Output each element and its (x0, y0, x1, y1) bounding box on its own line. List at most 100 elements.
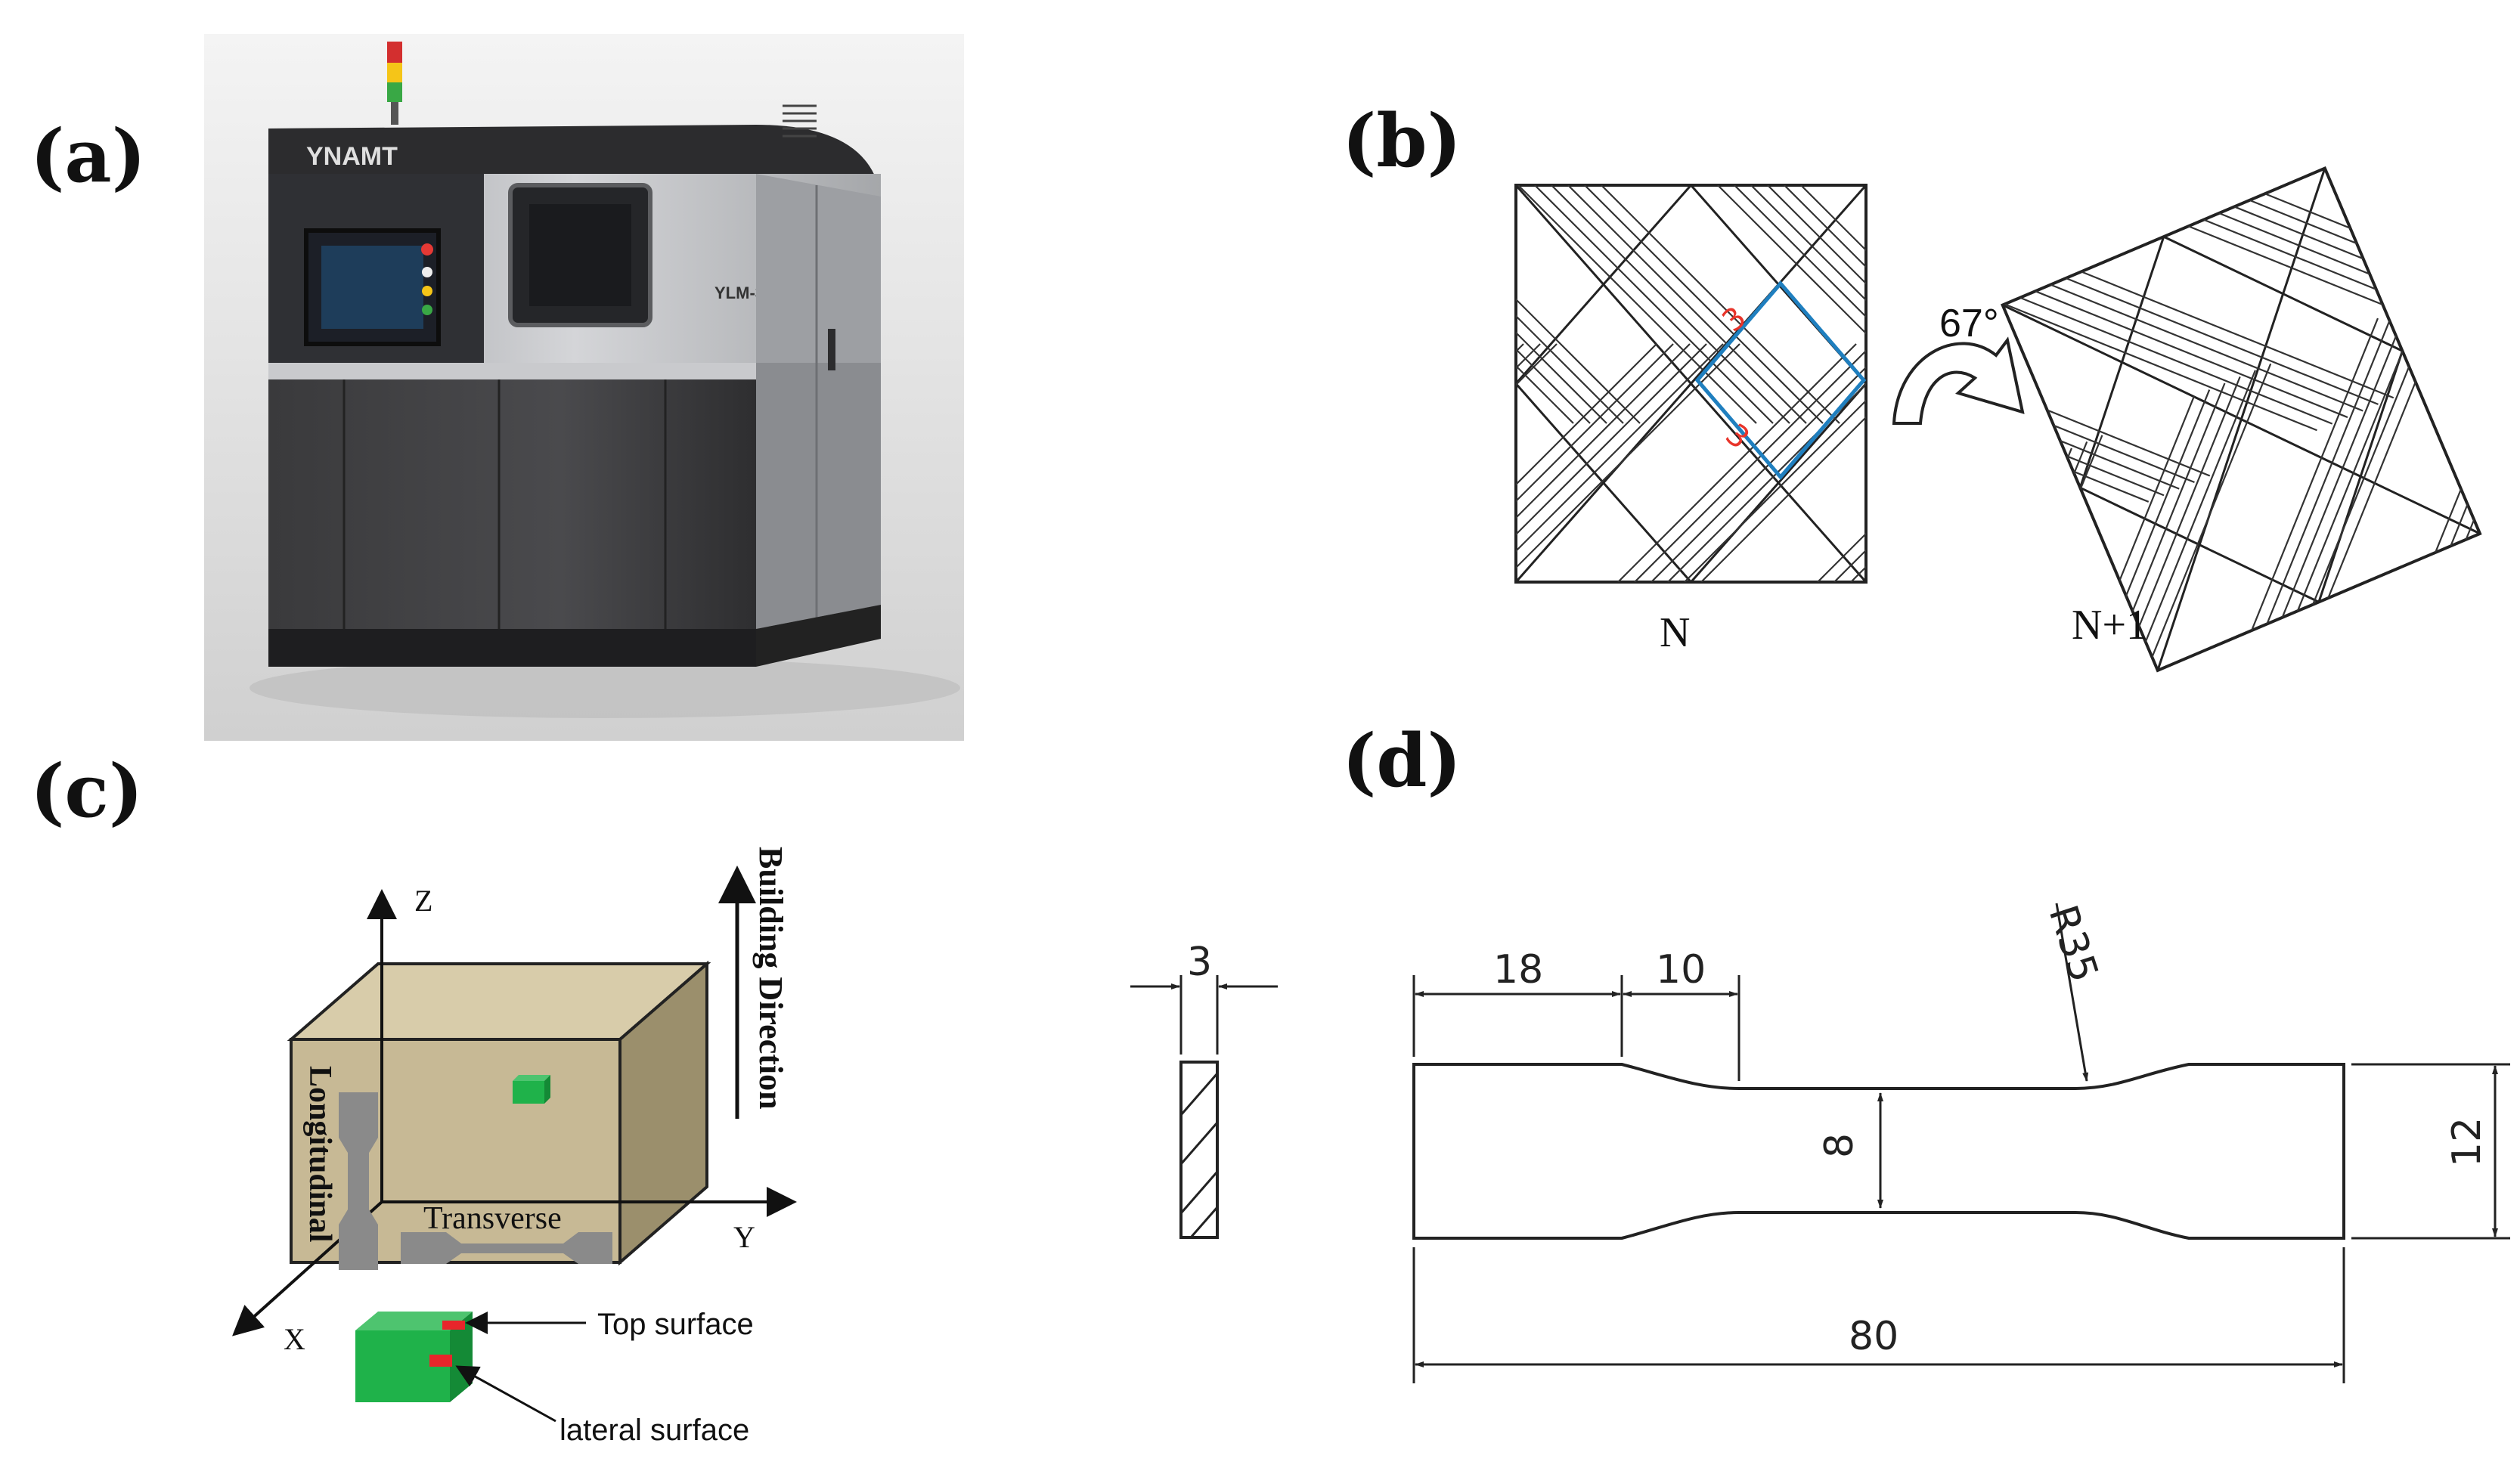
island-boundary (2317, 350, 2404, 602)
axis-x-label: X (284, 1322, 305, 1356)
hatch-line (1667, 382, 1866, 582)
scan-hatch-n (1119, 184, 1868, 583)
hatch-line (1750, 185, 1866, 302)
top-surface-label: Top surface (597, 1308, 754, 1341)
hatch-line (1516, 331, 1607, 424)
hatch-line (1567, 185, 1807, 424)
layer-n-label: N (1660, 609, 1690, 656)
hatch-line (1235, 344, 1474, 582)
hatch-line (1119, 344, 1357, 582)
panel-c-label: (c) (30, 748, 143, 834)
hatch-line (1717, 185, 1866, 335)
panel-b: (b) 3 3 N 67° N+1 (1119, 98, 2482, 673)
sample-block (355, 1312, 473, 1402)
hatch-line (2251, 317, 2379, 631)
hatch-line (2387, 168, 2481, 269)
axis-y-label: Y (733, 1220, 755, 1254)
hatch-line (2066, 277, 2379, 405)
hatch-line (1516, 343, 1541, 370)
dim-total-length: 80 (1849, 1314, 1899, 1359)
island-boundary (2156, 168, 2326, 671)
hatch-line (2435, 240, 2481, 553)
hatch-line (2402, 168, 2481, 262)
hatch-line (1551, 185, 1790, 424)
hatch-line (1700, 416, 1866, 582)
rotation-arrow-icon (1892, 336, 2025, 425)
scan-layer-n1 (2001, 166, 2482, 673)
building-direction-label: Building Direction (752, 847, 789, 1110)
sample-on-face (513, 1075, 550, 1104)
lateral-surface-marker (429, 1355, 452, 1367)
hatch-line (1516, 343, 1674, 503)
hatch-line (2143, 363, 2272, 671)
hatch-line (2128, 370, 2256, 671)
hatch-line (2035, 290, 2348, 419)
hatch-line (1516, 348, 1591, 424)
hatch-strokes (1119, 185, 1866, 582)
hatch-line (1516, 343, 1657, 486)
island-boundary (1514, 184, 1868, 583)
island-boundary (2078, 236, 2165, 488)
island-boundary (1514, 382, 1692, 583)
hatch-line (1169, 185, 1407, 423)
scan-layer-n: 3 3 (1119, 184, 1868, 584)
hatch-line (2372, 168, 2481, 275)
hatch-line (1784, 185, 1866, 268)
hatch-line (2002, 348, 2211, 477)
hatch-line (1734, 185, 1866, 318)
lateral-surface-label: lateral surface (559, 1414, 749, 1447)
island-boundary (1690, 382, 1868, 583)
island-outline (1694, 280, 1867, 480)
panel-c: (c) Z Y X Building Direction Longitudina… (30, 748, 797, 1447)
hatch-line (1516, 298, 1641, 424)
dim-transition-length: 10 (1656, 947, 1706, 993)
hatch-line (1136, 185, 1374, 423)
hatch-line (1534, 185, 1774, 424)
hatch-line (1800, 185, 1866, 252)
transverse-label: Transverse (423, 1201, 562, 1236)
hatch-line (2281, 305, 2410, 618)
layer-n1-label: N+1 (2072, 602, 2147, 649)
island-boundary (2163, 235, 2404, 352)
rotation-angle: 67° (1939, 302, 1999, 345)
hatch-line (1516, 343, 1724, 553)
hatch-line (1617, 343, 1857, 582)
hatch-line (1186, 185, 1424, 423)
dim-radius: R35 (2040, 900, 2107, 987)
top-surface-marker (442, 1321, 465, 1330)
hatch-line (1584, 185, 1824, 424)
hatch-line (1516, 343, 1524, 353)
hatch-line (1684, 399, 1866, 582)
hatch-line (2266, 311, 2394, 624)
axis-z-label: Z (414, 884, 432, 918)
panel-a-label: (a) (30, 113, 146, 199)
hatch-line (1269, 344, 1507, 582)
dim-gauge-width: 8 (1817, 1133, 1862, 1158)
hatch-line (2019, 296, 2333, 425)
hatch-line (1634, 349, 1866, 582)
dogbone-specimen (1412, 1063, 2345, 1240)
hatch-line (2433, 168, 2481, 249)
printer-brand: YNAMT (306, 142, 398, 171)
island-boundary (1514, 184, 1692, 385)
longitudinal-label: Longitudinal (302, 1066, 337, 1242)
hatch-line (1817, 532, 1866, 582)
signal-light-icon (387, 42, 402, 125)
transverse-specimen (401, 1232, 612, 1264)
hatch-line (1601, 185, 1840, 424)
hatch-line (1767, 185, 1866, 285)
hatch-line (1516, 364, 1574, 424)
hatch-line (1202, 185, 1440, 423)
build-cube (287, 960, 711, 1266)
hatch-line (2002, 374, 2150, 503)
hatch-line (1516, 343, 1707, 536)
hatch-line (2448, 168, 2481, 243)
specimen-side-view: 3 (1130, 940, 1278, 1239)
hatch-line (2004, 303, 2317, 432)
hatch-line (1152, 185, 1390, 423)
panel-d: (d) 3 (1130, 718, 2510, 1383)
longitudinal-specimen (339, 1092, 378, 1270)
dim-grip-length: 18 (1493, 947, 1543, 993)
metal-3d-printer-photo: YNAMT YLM-328 (204, 34, 964, 741)
